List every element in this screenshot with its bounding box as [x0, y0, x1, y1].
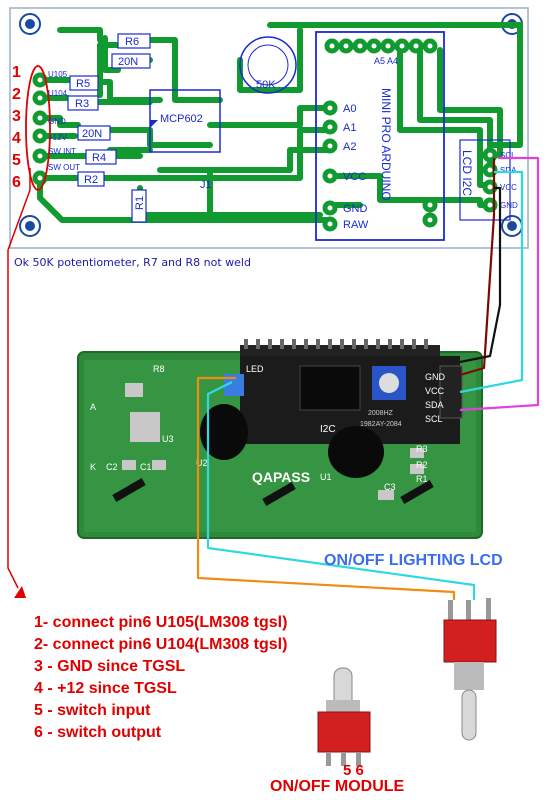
row-label-1: 1	[12, 64, 21, 81]
lcd-chip-code-2: 1982AY-2084	[360, 421, 402, 428]
wires	[7, 156, 540, 600]
row-label-5: 5	[12, 152, 21, 169]
pointer-line	[7, 168, 31, 589]
legend-item-5: 5 - switch input	[34, 702, 151, 719]
legend-item-4: 4 - +12 since TGSL	[34, 680, 177, 697]
lcd-r1: R1	[416, 474, 428, 484]
lcd-module: R8 LED U3 C2 C1 U2 U1 R3 R2 R1 C3 A K GN…	[77, 339, 483, 539]
lcd-backpack-scl: SCL	[425, 414, 443, 424]
connector-highlight	[25, 65, 51, 191]
pcb-label-12v: +12V	[48, 133, 68, 142]
pcb-label-u104: U104	[48, 89, 68, 98]
lcd-led: LED	[246, 364, 264, 374]
resistor-bodies	[67, 33, 151, 223]
pcb-label-sw-int: SW INT	[48, 147, 76, 156]
pcb-board: U105 U104 GND +12V SW INT SW OUT R6 R5 R…	[9, 7, 529, 249]
pcb-pads	[32, 38, 498, 232]
wire-sda	[459, 170, 524, 394]
wire-gnd	[459, 158, 496, 377]
lcd-r3: R3	[416, 444, 428, 454]
pcb-arduino-raw: RAW	[343, 219, 369, 231]
lcd-u3: U3	[162, 434, 174, 444]
lcd-c2: C2	[106, 462, 118, 472]
pointer-arrow	[14, 586, 26, 598]
pcb-r4: R4	[92, 152, 106, 164]
pcb-r3: R3	[75, 98, 89, 110]
pcb-arduino-a0: A0	[343, 103, 356, 115]
lcd-backpack-gnd: GND	[425, 372, 446, 382]
pcb-arduino-a1: A1	[343, 122, 356, 134]
pcb-r5: R5	[76, 78, 90, 90]
arduino-outline	[315, 31, 445, 241]
pcb-label-sw-out: SW OUT	[48, 163, 80, 172]
pcb-arduino-gnd: GND	[343, 203, 368, 215]
led-jumper	[224, 374, 244, 396]
pcb-arduino-title: MINI PRO ARDUINO	[379, 88, 393, 201]
module-pin-numbers: 5 6	[343, 762, 364, 779]
lcd-c3: C3	[384, 482, 396, 492]
wire-led-2	[196, 376, 456, 600]
lcd-k: K	[90, 462, 96, 472]
lcd-r8: R8	[153, 364, 165, 374]
pcb-label-u105: U105	[48, 70, 68, 79]
module-switch[interactable]	[317, 667, 371, 766]
pcb-jumper-1: 20N	[118, 56, 138, 68]
pcb-r1: R1	[134, 196, 146, 210]
lcd-brand: QAPASS	[252, 469, 310, 485]
pcb-pot: 50K	[256, 79, 276, 91]
row-label-6: 6	[12, 174, 21, 191]
lcd-u2: U2	[196, 458, 208, 468]
pcb-lcd-vcc: VCC	[500, 183, 517, 192]
lcd-r2: R2	[416, 460, 428, 470]
pcb-r2: R2	[84, 174, 98, 186]
lcd-chip-code-1: 2008HZ	[368, 410, 394, 417]
pcb-arduino-vcc: VCC	[343, 171, 366, 183]
pcb-j1: J1	[200, 179, 212, 191]
lcd-u1: U1	[320, 472, 332, 482]
pcb-arduino-a2: A2	[343, 141, 356, 153]
pcb-lcd-i2c: LCD I2C	[460, 150, 474, 196]
row-label-3: 3	[12, 108, 21, 125]
wire-led-1	[206, 381, 476, 600]
legend-item-3: 3 - GND since TGSL	[34, 658, 186, 675]
lighting-title: ON/OFF LIGHTING LCD	[324, 552, 503, 569]
lcd-i2c-outline	[459, 139, 511, 221]
lcd-a: A	[90, 402, 96, 412]
pcb-lcd-sda: SDA	[500, 166, 517, 175]
pcb-jumper-2: 20N	[82, 128, 102, 140]
pcb-r6: R6	[125, 36, 139, 48]
pcb-chip: MCP602	[160, 113, 203, 125]
lcd-c1: C1	[140, 462, 152, 472]
potentiometer	[239, 36, 297, 94]
row-label-4: 4	[12, 130, 21, 147]
legend-item-6: 6 - switch output	[34, 724, 162, 741]
legend-item-2: 2- connect pin6 U104(LM308 tgsl)	[34, 636, 288, 653]
row-label-2: 2	[12, 86, 21, 103]
wire-scl	[459, 156, 540, 412]
module-title: ON/OFF MODULE	[270, 778, 405, 795]
lcd-backpack-sda: SDA	[425, 400, 444, 410]
wire-vcc	[459, 186, 502, 364]
lighting-switch[interactable]	[443, 598, 497, 741]
lcd-i2c-text: I2C	[320, 424, 336, 435]
pcb-a5a4: A5 A4	[374, 56, 398, 66]
pcb-lcd-scl: SCL	[500, 151, 516, 160]
pcb-note: Ok 50K potentiometer, R7 and R8 not weld	[14, 256, 251, 269]
pcb-lcd-gnd: GND	[500, 201, 518, 210]
pcb-label-gnd: GND	[48, 117, 66, 126]
lcd-backpack-vcc: VCC	[425, 386, 445, 396]
legend-item-1: 1- connect pin6 U105(LM308 tgsl)	[34, 614, 288, 631]
